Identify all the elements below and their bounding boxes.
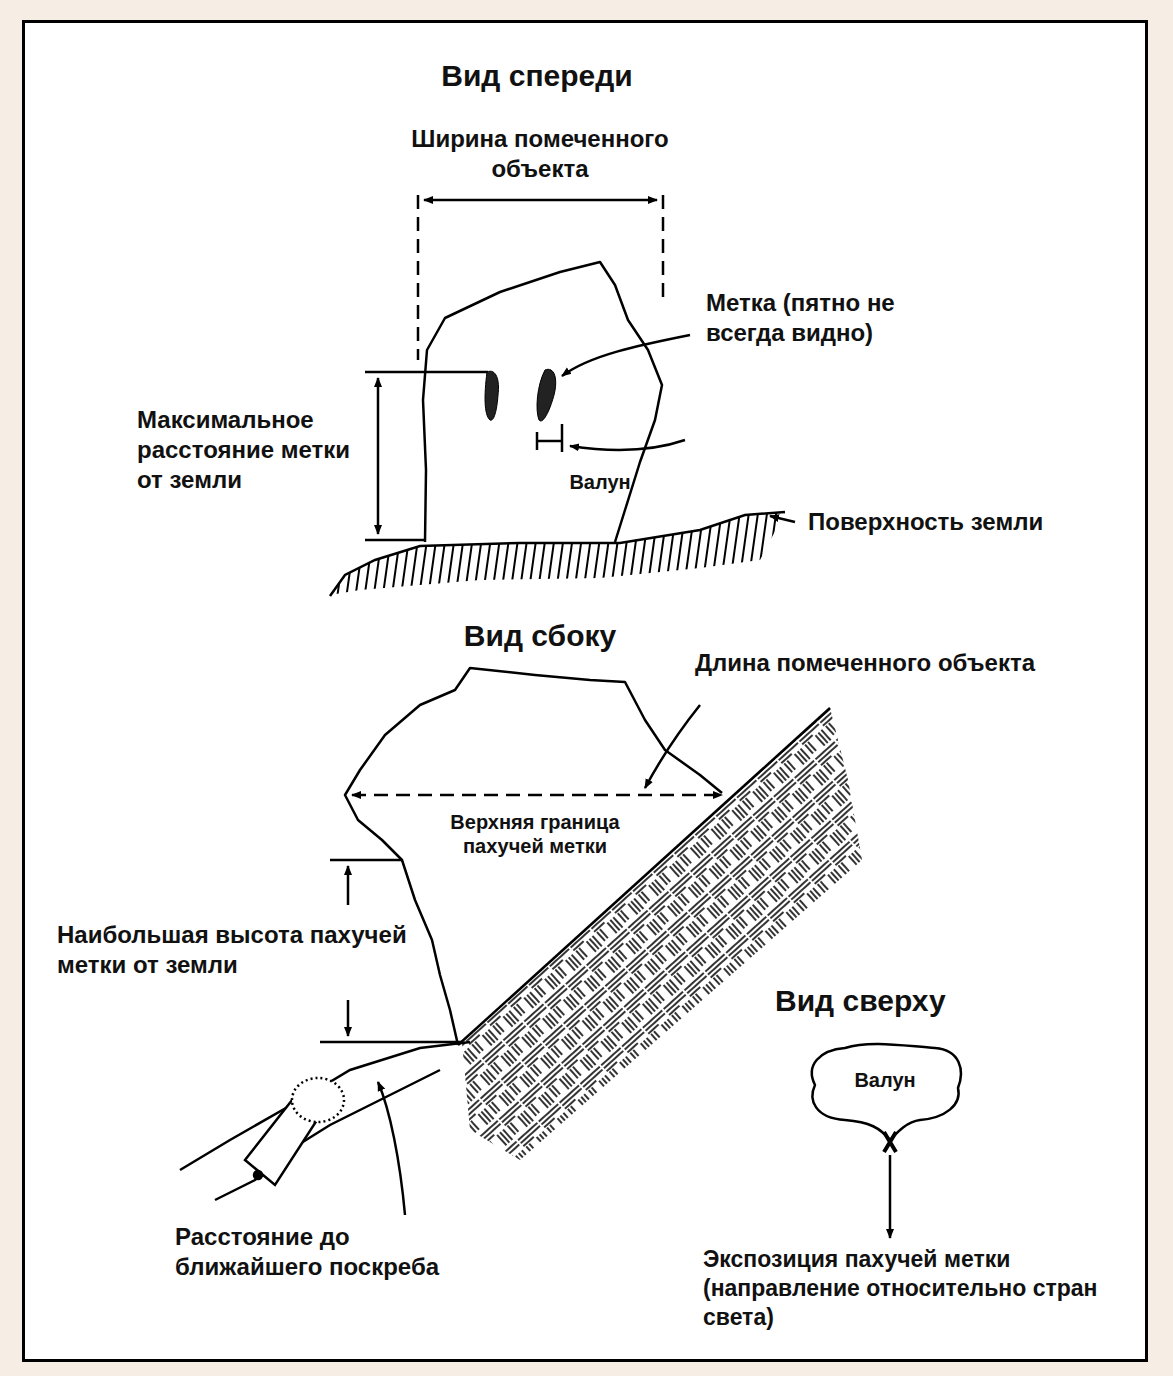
view-heading: Вид сбоку bbox=[390, 618, 690, 654]
dimension-label: Максимальное расстояние метки от земли bbox=[137, 405, 369, 495]
boulder-top: Валун bbox=[805, 1040, 965, 1135]
node-text: Верхняя граница пахучей метки bbox=[425, 810, 645, 858]
boulder-outline bbox=[330, 665, 730, 1050]
view-heading: Вид спереди bbox=[357, 58, 717, 94]
side-view bbox=[180, 705, 862, 1215]
front-view bbox=[330, 195, 795, 596]
dimension-label: Ширина помеченного объекта bbox=[360, 124, 720, 184]
ground-label: Поверхность земли bbox=[808, 507, 1128, 537]
frame bbox=[22, 20, 1148, 1362]
dimension-label: Длина помеченного объекта bbox=[695, 648, 1135, 678]
node-text: Валун bbox=[540, 470, 660, 494]
dimension-label: Наибольшая высота пахучей метки от земли bbox=[57, 920, 417, 980]
callout-label: Метка (пятно не всегда видно) bbox=[706, 288, 976, 348]
top-view bbox=[884, 1132, 896, 1238]
dimension-label: Расстояние до ближайшего поскреба bbox=[175, 1222, 475, 1282]
node-text: Валун bbox=[835, 1068, 935, 1092]
boulder-outline bbox=[400, 255, 680, 547]
boulder-front: Валун bbox=[400, 255, 680, 547]
boulder-side: Верхняя граница пахучей метки bbox=[330, 665, 730, 1050]
view-heading: Вид сверху bbox=[775, 983, 1035, 1019]
note-label: Экспозиция пахучей метки (направление от… bbox=[703, 1245, 1143, 1332]
